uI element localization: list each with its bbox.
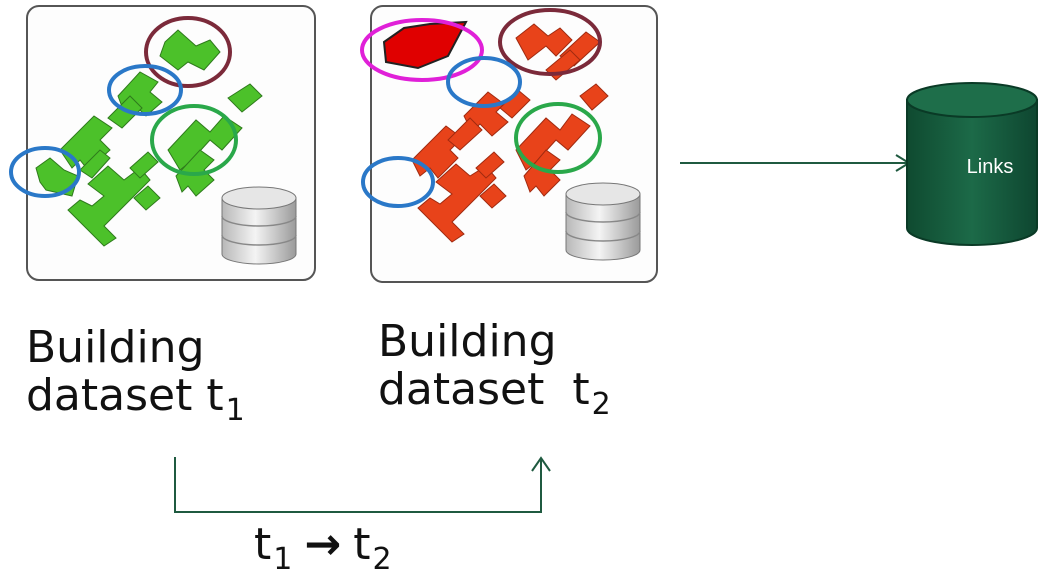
map-panel-t1 (9, 5, 316, 281)
map-panel-t2 (360, 5, 658, 283)
cylinder-db-icon (906, 82, 1038, 246)
change-circles-t1 (9, 16, 238, 198)
dataset-t1-label: Building dataset t1 (26, 322, 245, 429)
transition-to: t (353, 519, 371, 570)
arrow-to-links (680, 154, 911, 172)
transition-to-subscript: 2 (372, 542, 392, 577)
dataset-t2-subscript: 2 (591, 387, 611, 423)
database-icon (221, 186, 297, 265)
transition-from: t (254, 519, 272, 570)
change-circles-t2 (360, 8, 602, 208)
transition-from-subscript: 1 (273, 542, 293, 577)
transition-arrow (174, 456, 551, 513)
dataset-t2-line2: dataset t2 (378, 364, 611, 423)
dataset-t1-line2: dataset t1 (26, 370, 245, 429)
dataset-t1-text: dataset t (26, 370, 224, 422)
dataset-t2-label: Building dataset t2 (378, 316, 611, 423)
database-icon-t2 (565, 182, 641, 261)
dataset-t1-line1: Building (26, 322, 205, 373)
dataset-t1-subscript: 1 (225, 393, 245, 429)
new-building (382, 20, 468, 70)
dataset-t2-text: dataset (378, 364, 545, 416)
links-label: Links (966, 156, 1014, 178)
transition-label: t1→t2 (254, 519, 392, 577)
transition-arrow-glyph: → (304, 519, 342, 570)
dataset-t2-line1: Building (378, 316, 557, 367)
